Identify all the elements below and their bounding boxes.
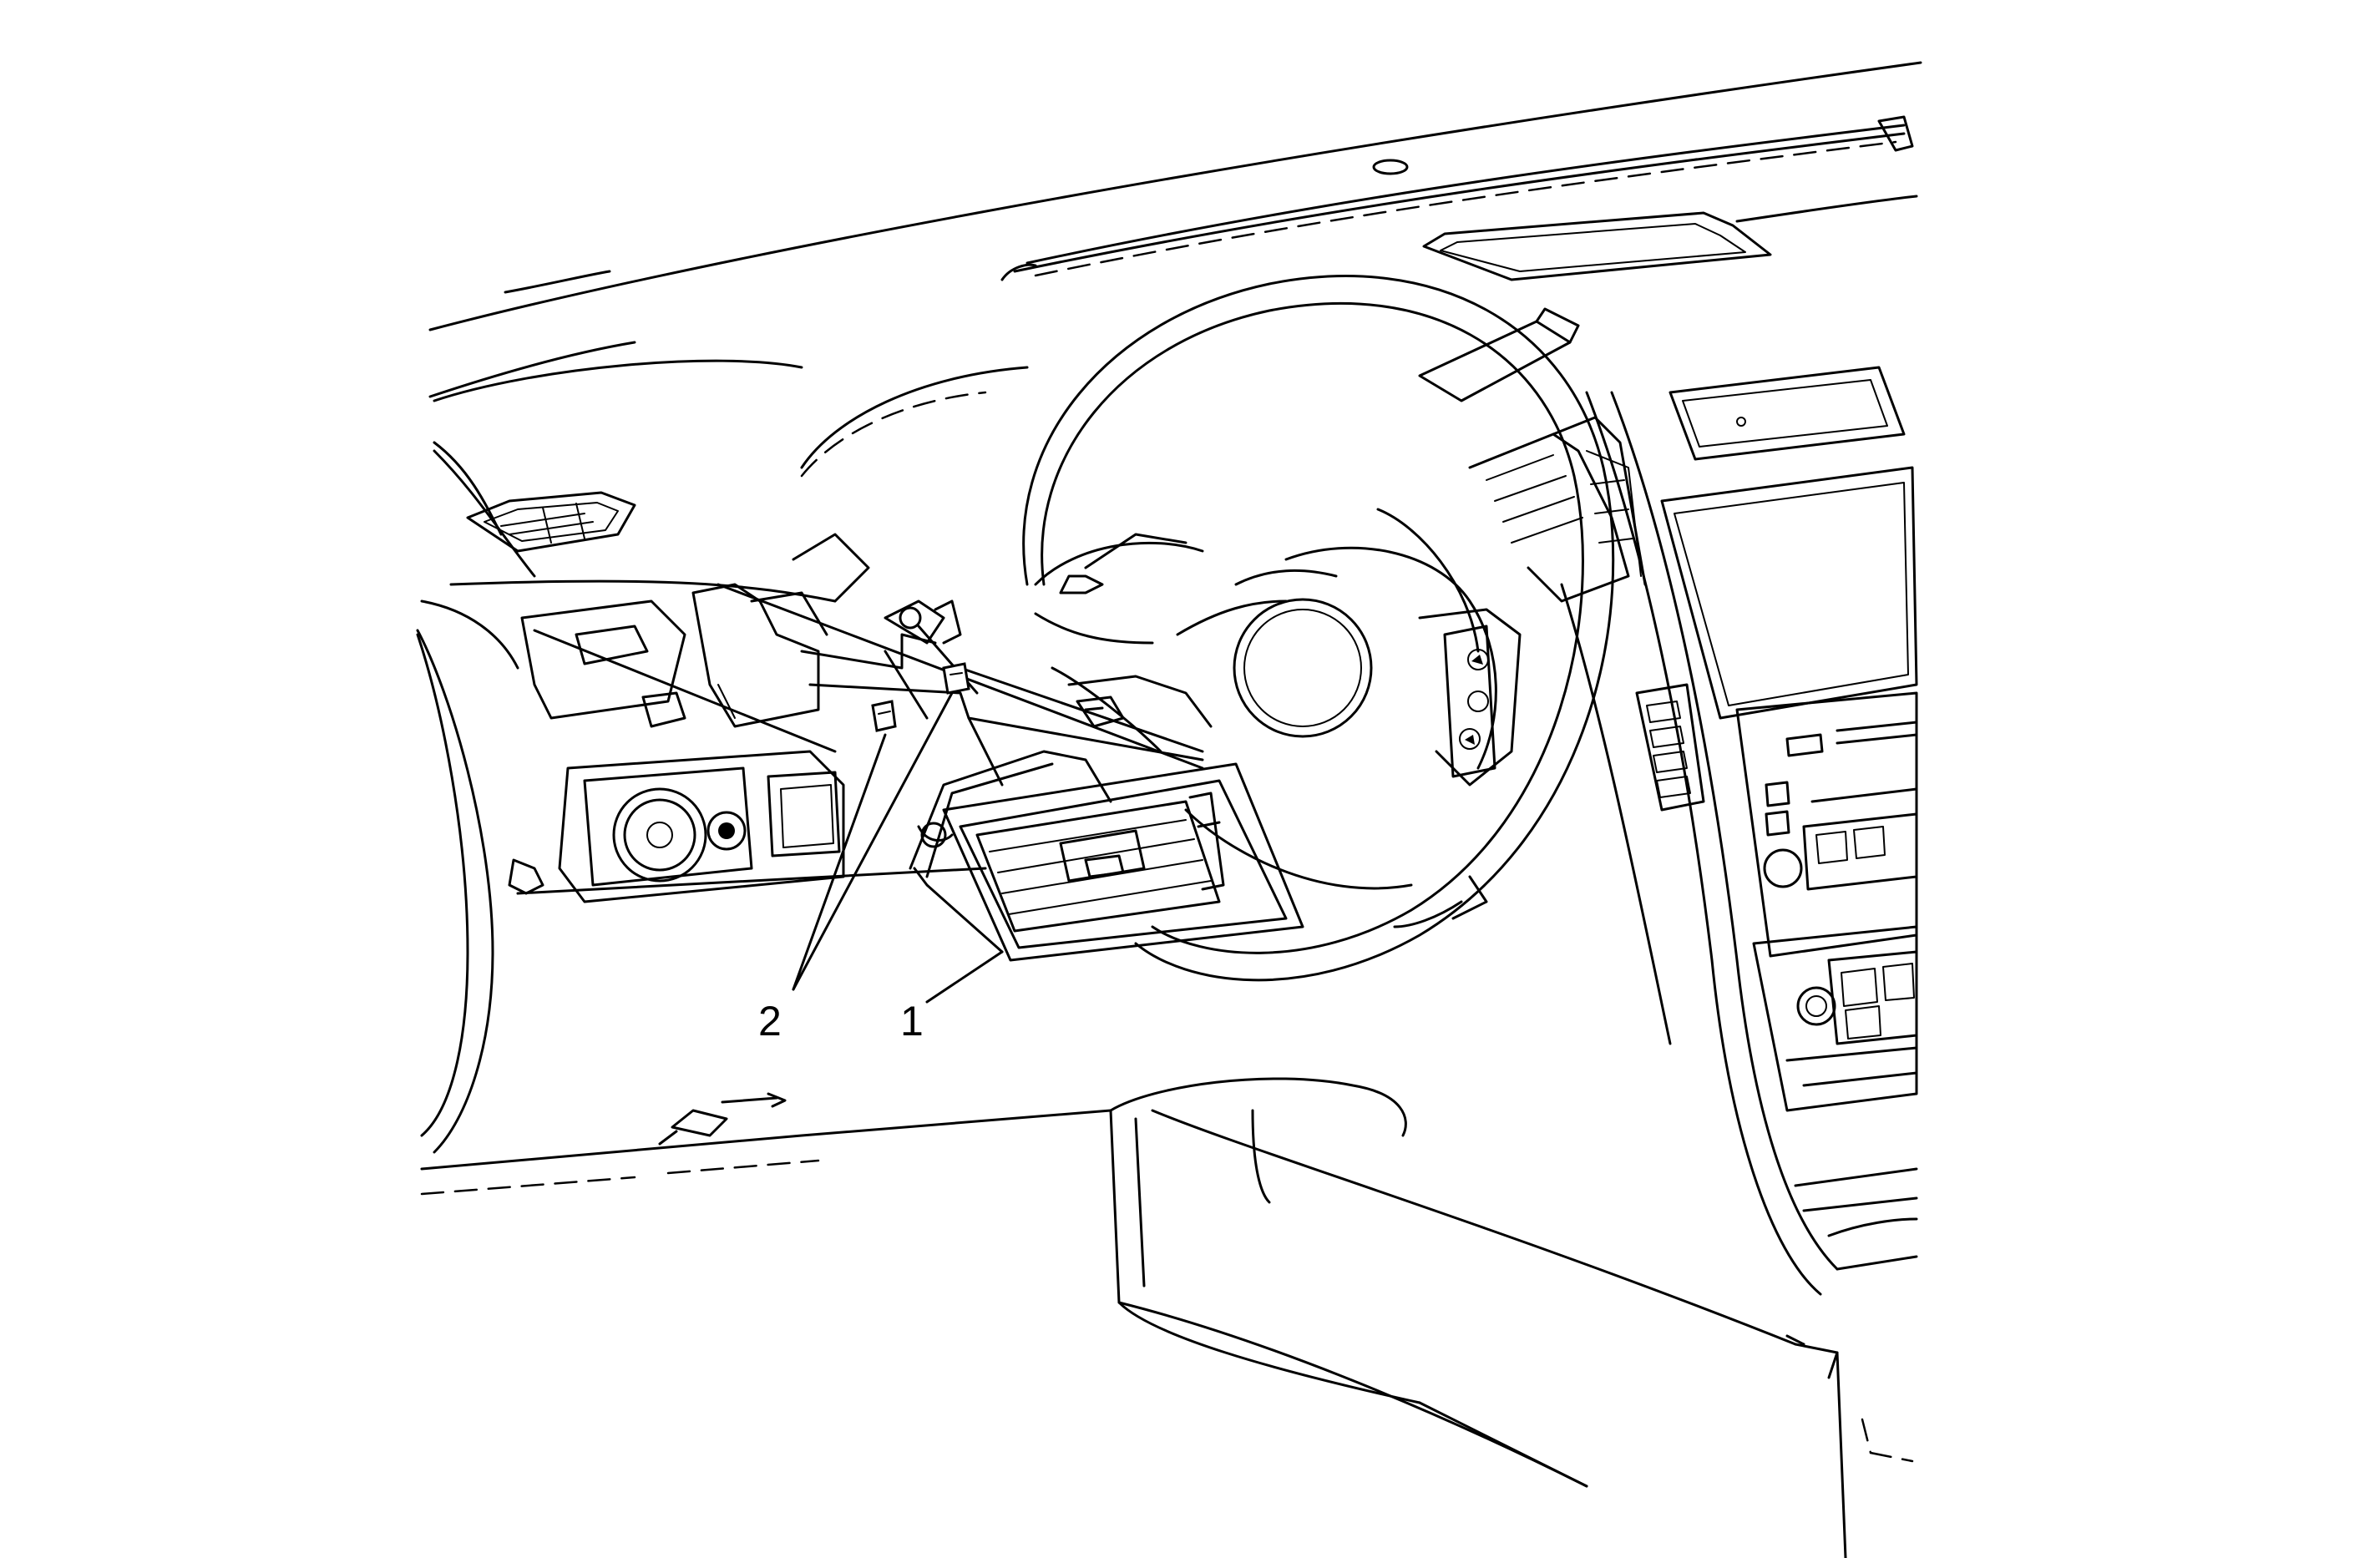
callout-2-leader-upper <box>792 691 954 991</box>
steering-column-area <box>533 583 1204 787</box>
instrument-panel-top <box>428 61 1922 398</box>
air-outlet-assembly <box>909 750 1304 962</box>
left-instrument-panel <box>416 359 1112 1196</box>
center-stack <box>1468 366 1918 1296</box>
callout-1-label: 1 <box>900 998 924 1045</box>
callout-leaders <box>792 691 1004 1004</box>
callout-2-leader-lower <box>792 733 887 991</box>
lower-dash-area <box>1109 1077 1914 1558</box>
steering-wheel <box>1022 275 1615 982</box>
callout-2-label: 2 <box>758 998 782 1045</box>
callout-1-leader <box>925 950 1004 1004</box>
